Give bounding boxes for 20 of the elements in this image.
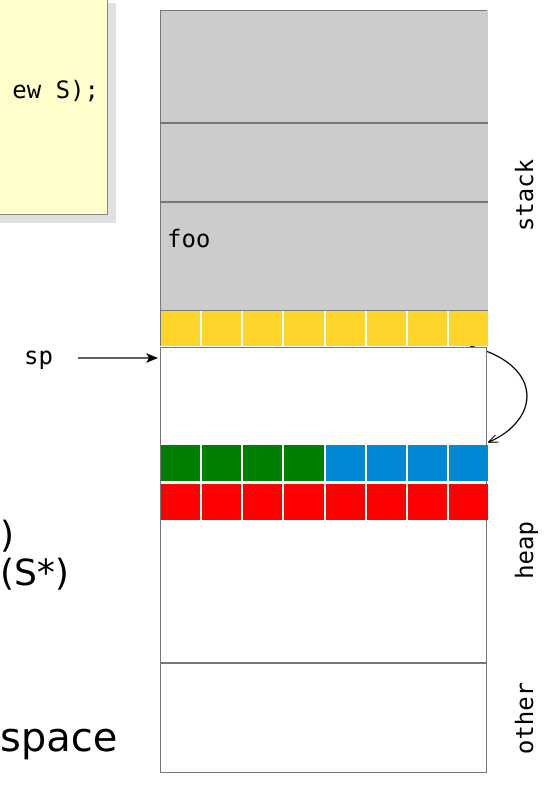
memory-cell-row (161, 311, 488, 346)
memory-region (160, 10, 487, 346)
memory-cell-row (161, 445, 488, 481)
frame-name: foo (167, 225, 210, 253)
memory-region (160, 663, 487, 773)
stack-frame (161, 123, 488, 202)
region-name: heap (510, 520, 540, 581)
code-fragment: (S*) (0, 553, 69, 594)
stack-frame (161, 202, 488, 311)
pointer-name: sp (24, 342, 53, 370)
code-fragment: ) (0, 515, 14, 556)
stack-frame (161, 11, 488, 123)
code-text: ew S); (12, 76, 99, 104)
region-name: stack (510, 158, 540, 234)
region-name: other (510, 680, 540, 756)
memory-cell-row (161, 484, 488, 520)
code-fragment: space (0, 715, 118, 761)
curved-arrow (470, 345, 528, 443)
pointer-arrow (78, 353, 158, 363)
memory-region (160, 347, 487, 663)
